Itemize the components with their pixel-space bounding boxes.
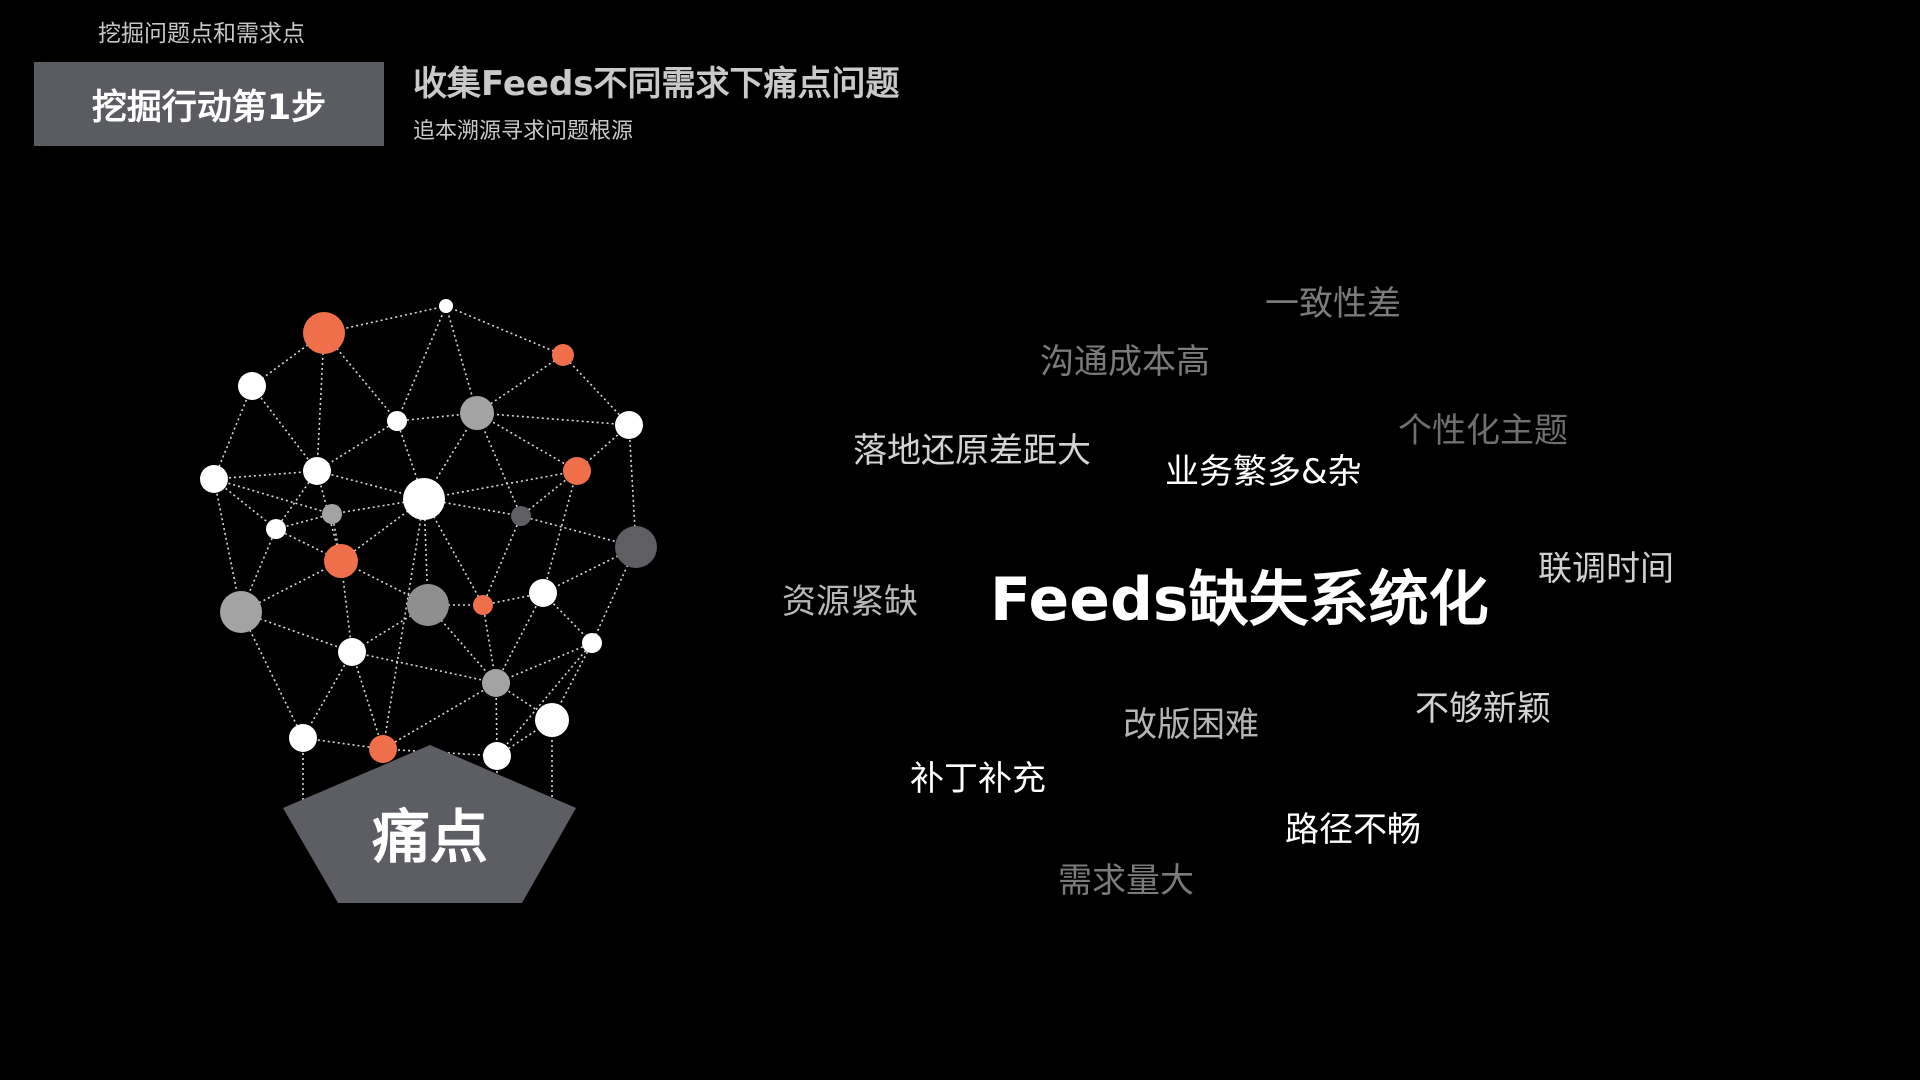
network-node-light-gray [322, 504, 342, 524]
network-edge [251, 385, 318, 472]
word-cloud-item: 路径不畅 [1285, 810, 1421, 850]
network-node-dark-gray [511, 506, 531, 526]
network-node-white [439, 299, 453, 313]
network-node-white [387, 411, 407, 431]
network-edge [423, 470, 578, 500]
network-edge [213, 478, 333, 515]
network-edge [213, 478, 277, 530]
word-cloud-item: 改版困难 [1123, 705, 1259, 745]
network-node-white [238, 372, 266, 400]
word-cloud-item: 补丁补充 [910, 759, 1046, 799]
network-edge [316, 470, 425, 500]
network-node-white [615, 411, 643, 439]
network-edge [382, 682, 497, 750]
network-node-orange [324, 544, 358, 578]
word-cloud-item: 不够新颖 [1415, 689, 1551, 729]
network-edge [240, 611, 304, 739]
network-edge [445, 305, 564, 356]
word-cloud-item: 资源紧缺 [782, 582, 918, 622]
network-edge [302, 651, 353, 739]
network-edge [396, 420, 425, 500]
network-node-light-gray [460, 396, 494, 430]
section-label: 挖掘问题点和需求点 [98, 21, 305, 47]
network-edge [476, 412, 578, 472]
network-edge [323, 305, 447, 334]
network-edge [382, 498, 425, 750]
network-node-orange [563, 457, 591, 485]
network-node-white [200, 465, 228, 493]
pain-point-label: 痛点 [371, 803, 488, 871]
pain-point-base-pentagon [283, 745, 576, 903]
network-edge [476, 354, 564, 414]
network-edge [213, 385, 253, 480]
word-cloud-item: 落地还原差距大 [853, 431, 1091, 471]
network-edge [482, 515, 522, 606]
network-node-white [303, 457, 331, 485]
network-edge [496, 642, 593, 757]
network-edge [476, 412, 630, 426]
network-node-orange [552, 344, 574, 366]
network-edge [562, 354, 630, 426]
network-edges [213, 305, 637, 800]
network-edge [316, 420, 398, 472]
network-node-orange [303, 312, 345, 354]
word-cloud-item: 一致性差 [1265, 284, 1401, 324]
network-edge [382, 748, 498, 757]
network-edge [351, 651, 384, 750]
word-cloud-item: 需求量大 [1058, 861, 1194, 901]
word-cloud-item: 联调时间 [1538, 549, 1674, 589]
network-edge [351, 651, 497, 684]
page-subtitle: 追本溯源寻求问题根源 [413, 119, 634, 144]
step-label: 挖掘行动第1步 [91, 87, 327, 128]
network-edge [495, 592, 544, 684]
network-edge [302, 737, 384, 750]
network-node-white [403, 478, 445, 520]
network-node-white [338, 638, 366, 666]
network-edge [542, 546, 637, 594]
network-edge [275, 470, 318, 530]
page-title: 收集Feeds不同需求下痛点问题 [413, 64, 900, 104]
network-node-white [483, 742, 511, 770]
word-cloud-center: Feeds缺失系统化 [990, 565, 1489, 635]
network-node-light-gray [220, 591, 262, 633]
network-edge [495, 642, 593, 684]
network-edge [476, 412, 522, 517]
network-node-orange [473, 595, 493, 615]
network-edge [427, 604, 497, 684]
network-edge [323, 332, 398, 422]
word-cloud-item: 业务繁多&杂 [1165, 452, 1362, 492]
word-cloud-item: 沟通成本高 [1040, 342, 1210, 382]
network-node-white [266, 519, 286, 539]
network-node-white [535, 703, 569, 737]
network-edge [340, 498, 425, 562]
network-edge [240, 560, 342, 613]
network-node-white [529, 579, 557, 607]
step-badge: 挖掘行动第1步 [34, 62, 384, 146]
network-node-white [582, 633, 602, 653]
network-edge [316, 332, 325, 472]
word-cloud-item: 个性化主题 [1398, 411, 1568, 451]
network-nodes [200, 299, 657, 770]
network-edge [213, 470, 318, 480]
network-edge [396, 305, 447, 422]
network-node-white [289, 724, 317, 752]
network-node-dark-gray [615, 526, 657, 568]
network-edge [445, 305, 478, 414]
network-node-gray [407, 584, 449, 626]
network-node-orange [369, 735, 397, 763]
network-node-light-gray [482, 669, 510, 697]
network-edge [542, 470, 578, 594]
